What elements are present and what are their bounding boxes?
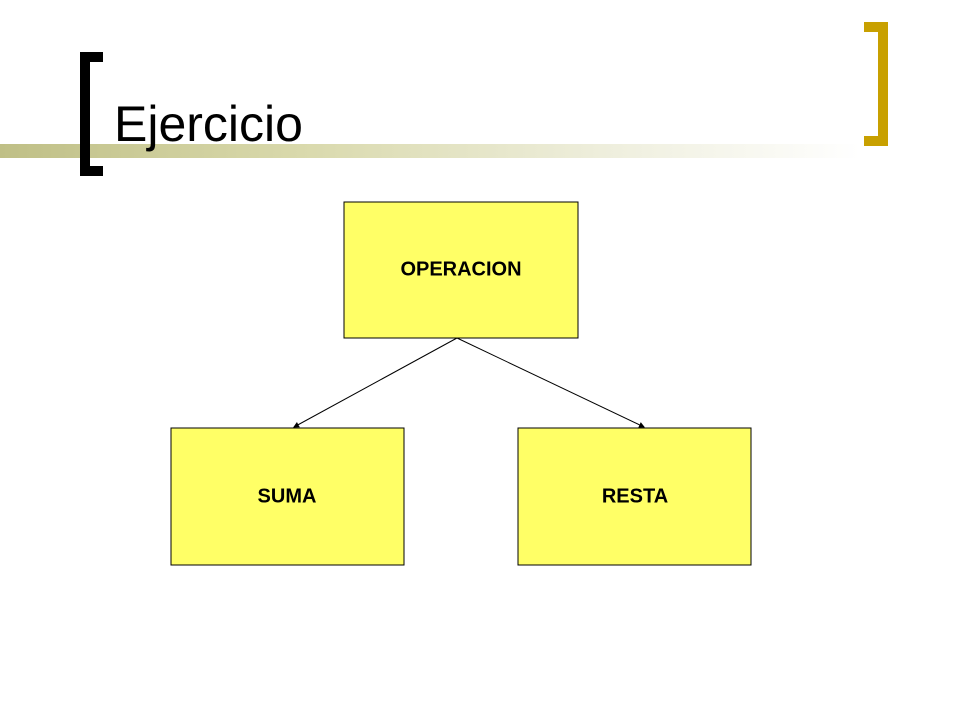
node-suma-label: SUMA	[258, 485, 317, 507]
node-resta-label: RESTA	[602, 485, 668, 507]
left-bracket-decoration	[80, 52, 103, 176]
node-resta-box	[517, 427, 752, 566]
edge-operacion-suma	[293, 337, 458, 428]
node-suma-box	[170, 427, 405, 566]
node-operacion: OPERACION	[343, 201, 579, 339]
edge-operacion-resta	[456, 337, 645, 428]
node-suma: SUMA	[170, 427, 405, 566]
node-operacion-box	[343, 201, 579, 339]
slide-title: Ejercicio	[114, 96, 303, 152]
right-bracket-decoration	[864, 22, 888, 146]
node-operacion-label: OPERACION	[400, 258, 521, 280]
title-band	[0, 144, 860, 158]
node-resta: RESTA	[517, 427, 752, 566]
